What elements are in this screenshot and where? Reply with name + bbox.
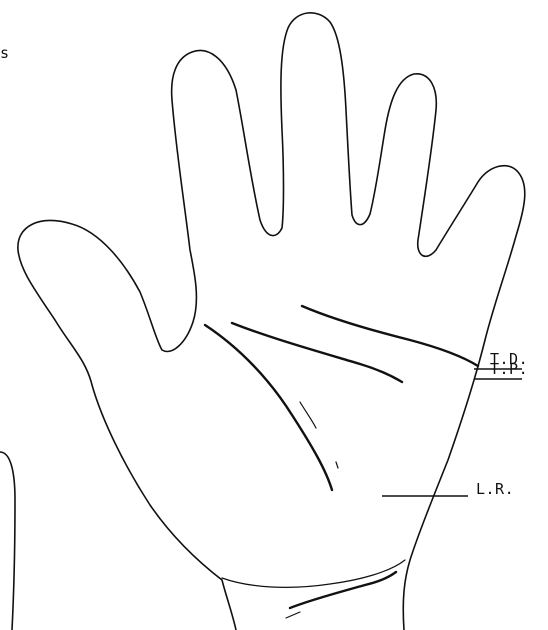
hand-outline [17,12,526,630]
label-tp: T.P. [490,360,529,378]
small-mark [335,461,339,469]
label-lr: L.R. [476,480,515,498]
life-line [203,323,334,492]
label-td: T.D. [490,350,529,368]
wrist-crease-upper [221,559,406,588]
wrist-crease-lower [288,570,398,610]
corner-text: s [0,44,10,62]
left-partial-outline [0,451,16,630]
head-line [230,321,404,384]
heart-line [300,304,480,368]
wrist-crease-dash [285,611,301,619]
life-line-branch [299,401,317,429]
